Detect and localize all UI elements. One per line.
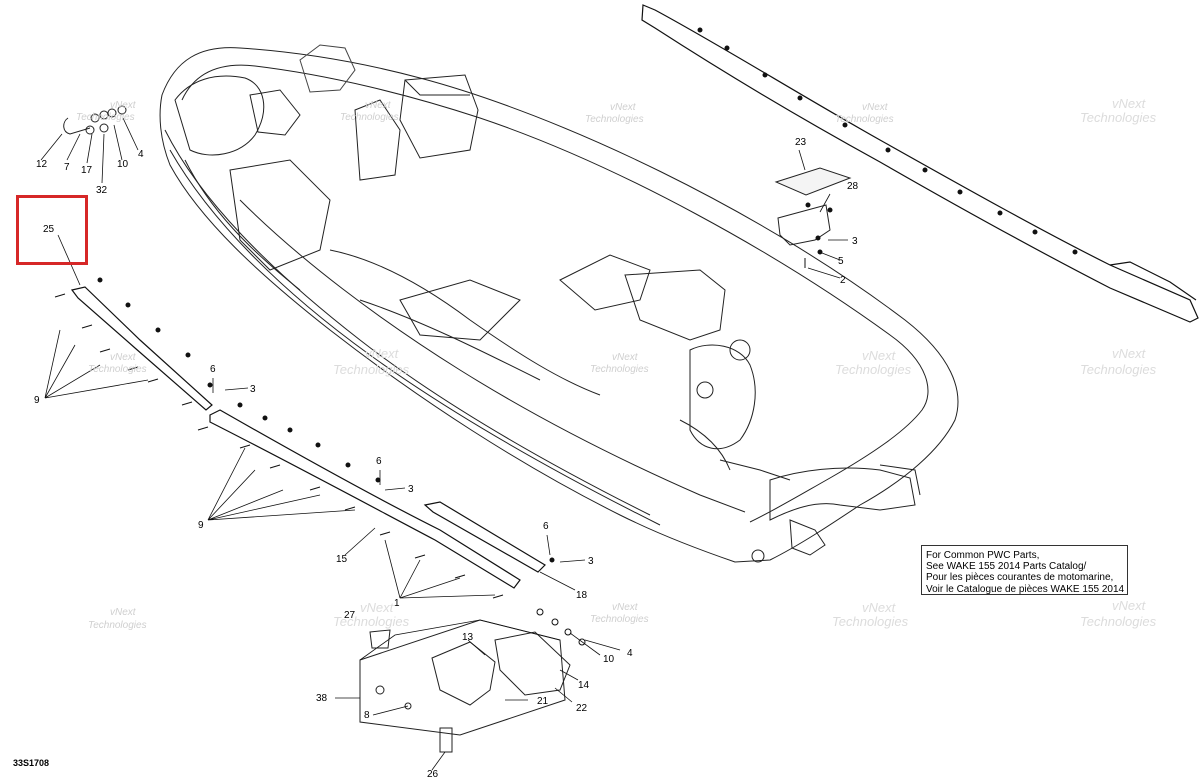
note-line: Pour les pièces courantes de motomarine, (926, 572, 1114, 584)
watermark: Technologies (333, 614, 410, 629)
watermark: Technologies (835, 114, 894, 125)
watermark: vNext (1112, 96, 1147, 111)
watermark: Technologies (333, 362, 410, 377)
note-line: See WAKE 155 2014 Parts Catalog/ (926, 561, 1087, 573)
callout-23: 23 (795, 137, 807, 148)
note-line: For Common PWC Parts, (926, 550, 1040, 561)
catalog-note: For Common PWC Parts, See WAKE 155 2014 … (921, 545, 1128, 595)
watermark: Technologies (1080, 110, 1157, 125)
callout-10: 10 (117, 159, 129, 170)
callout-6: 6 (376, 456, 382, 467)
callout-27: 27 (344, 610, 356, 621)
callout-6: 6 (543, 521, 549, 532)
callout-7: 7 (64, 162, 70, 173)
callout-28: 28 (847, 181, 859, 192)
callout-3: 3 (852, 236, 858, 247)
watermark: vNext (862, 600, 897, 615)
watermark: vNext (360, 600, 395, 615)
callout-9: 9 (198, 520, 204, 531)
watermark: vNext (110, 607, 137, 618)
watermark: Technologies (88, 620, 147, 631)
watermark: vNext (365, 346, 400, 361)
callout-2: 2 (840, 275, 846, 286)
watermark: vNext (1112, 346, 1147, 361)
watermark: Technologies (76, 112, 135, 123)
watermark: vNext (612, 352, 639, 363)
screws-rail-15 (197, 402, 381, 511)
screws-rail-25 (54, 277, 213, 406)
watermark: vNext (862, 102, 889, 113)
callout-3: 3 (588, 556, 594, 567)
screws-rail-18 (379, 531, 555, 599)
callout-6: 6 (210, 364, 216, 375)
callout-26: 26 (427, 769, 439, 778)
watermark: Technologies (88, 364, 147, 375)
watermark: Technologies (1080, 362, 1157, 377)
callout-18: 18 (576, 590, 588, 601)
callout-13: 13 (462, 632, 474, 643)
watermark: Technologies (340, 112, 399, 123)
hull-drawing (159, 44, 959, 563)
watermark: vNext (862, 348, 897, 363)
leader-lines (40, 117, 848, 771)
callout-8: 8 (364, 710, 370, 721)
watermark: vNext (612, 602, 639, 613)
small-parts (63, 105, 852, 753)
callout-1: 1 (394, 598, 400, 609)
watermark: vNext (610, 102, 637, 113)
watermark: Technologies (832, 614, 909, 629)
callout-21: 21 (537, 696, 549, 707)
note-line: Voir le Catalogue de pièces WAKE 155 201… (926, 583, 1125, 595)
screws-long-rail (697, 27, 1078, 255)
callout-4: 4 (138, 149, 144, 160)
watermark: Technologies (1080, 614, 1157, 629)
callout-22: 22 (576, 703, 588, 714)
callout-10: 10 (603, 654, 615, 665)
highlight-box (16, 195, 88, 265)
watermark: vNext (365, 100, 392, 111)
figure-code: 33S1708 (13, 758, 50, 768)
watermarks: vNext Technologies vNext Technologies vN… (76, 96, 1157, 631)
callout-labels: 12 7 17 10 4 32 25 23 28 3 5 2 9 6 3 9 6… (34, 137, 859, 780)
callout-25: 25 (43, 224, 55, 235)
screws-bracket-28 (804, 202, 833, 268)
washers-bottom (536, 608, 586, 646)
rub-rails (70, 4, 1199, 589)
callout-3: 3 (250, 384, 256, 395)
watermark: Technologies (835, 362, 912, 377)
callout-4: 4 (627, 648, 633, 659)
callout-15: 15 (336, 554, 348, 565)
watermark: vNext (110, 100, 137, 111)
callout-17: 17 (81, 165, 93, 176)
watermark: Technologies (590, 614, 649, 625)
watermark: vNext (110, 352, 137, 363)
watermark: Technologies (590, 364, 649, 375)
callout-32: 32 (96, 185, 108, 196)
callout-14: 14 (578, 680, 590, 691)
callout-38: 38 (316, 693, 328, 704)
watermark: vNext (1112, 598, 1147, 613)
watermark: Technologies (585, 114, 644, 125)
callout-12: 12 (36, 159, 48, 170)
callout-9: 9 (34, 395, 40, 406)
fasteners (54, 27, 1078, 646)
callout-5: 5 (838, 256, 844, 267)
callout-3: 3 (408, 484, 414, 495)
